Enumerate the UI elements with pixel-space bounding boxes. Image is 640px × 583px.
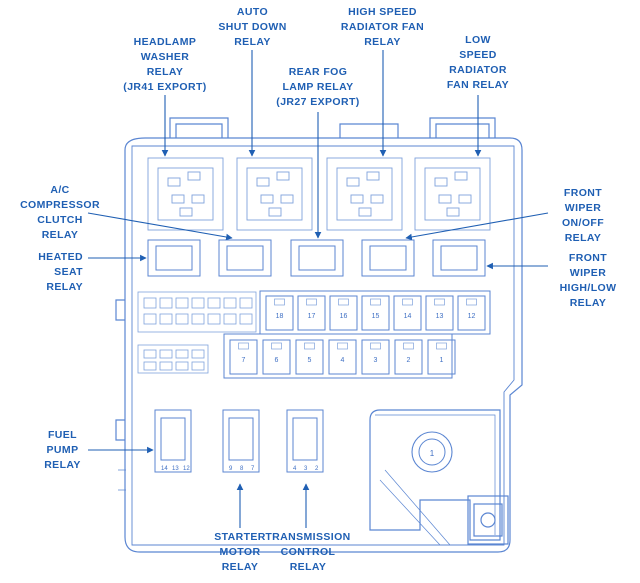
relay-pin-4: 4 — [293, 466, 297, 472]
fuse-number-6: 6 — [275, 357, 279, 364]
maxi-fuse-14 — [393, 295, 422, 331]
relay-transmission-control — [286, 409, 324, 473]
relay-high-speed-fan — [326, 157, 403, 231]
fuse-number-7: 7 — [242, 357, 246, 364]
mini-fuse-cluster-lower — [137, 344, 209, 374]
fuse-number-17: 17 — [308, 313, 316, 320]
fuse-number-15: 15 — [372, 313, 380, 320]
label-fuel-pump-relay: FUEL PUMP RELAY — [44, 429, 81, 471]
mounting-stud: 1 — [411, 431, 453, 473]
label-high-speed-radiator-fan-relay: HIGH SPEED RADIATOR FAN RELAY — [340, 6, 425, 48]
callout-arrows — [87, 50, 549, 528]
fuse-number-12: 12 — [468, 313, 476, 320]
fuse-terminal — [337, 342, 348, 350]
label-headlamp-washer-relay: HEADLAMP WASHER RELAY (JR41 EXPORT) — [123, 36, 207, 93]
arrow-ac-compressor — [87, 212, 233, 241]
fuse-terminal — [306, 298, 317, 306]
fuse-terminal — [238, 342, 249, 350]
relay-pin-9: 9 — [229, 466, 233, 472]
maxi-fuse-4 — [328, 339, 357, 375]
relay-pin-3: 3 — [304, 466, 308, 472]
fuse-number-5: 5 — [308, 357, 312, 364]
bottom-relay-pin-labels: 14 13 12 9 8 7 4 3 2 — [161, 466, 319, 472]
relay-pin-2: 2 — [315, 466, 319, 472]
maxi-fuse-3 — [361, 339, 390, 375]
arrow-front-wiper-onoff — [405, 212, 549, 241]
label-starter-motor-relay: STARTER MOTOR RELAY — [214, 531, 266, 573]
mounting-stud-label: 1 — [430, 449, 435, 458]
fuse-terminal — [304, 342, 315, 350]
label-auto-shutdown-relay: AUTO SHUT DOWN RELAY — [218, 6, 287, 48]
maxi-fuse-15 — [361, 295, 390, 331]
maxi-fuse-12 — [457, 295, 486, 331]
fuse-terminal — [274, 298, 285, 306]
maxi-fuse-5 — [295, 339, 324, 375]
relay-pin-8: 8 — [240, 466, 244, 472]
fuse-number-14: 14 — [404, 313, 412, 320]
fuse-row-top: 18 17 16 15 14 13 12 — [259, 290, 491, 335]
relay-auto-shutdown — [236, 157, 313, 231]
fuse-terminal — [466, 298, 477, 306]
maxi-fuse-17 — [297, 295, 326, 331]
fuse-terminal — [338, 298, 349, 306]
fuse-terminal — [403, 342, 414, 350]
label-heated-seat-relay: HEATED SEAT RELAY — [38, 251, 83, 293]
fuse-terminal — [402, 298, 413, 306]
maxi-fuse-16 — [329, 295, 358, 331]
bottom-relay-row — [154, 409, 324, 473]
relay-pin-14: 14 — [161, 466, 168, 472]
fuse-number-18: 18 — [276, 313, 284, 320]
fuse-number-2: 2 — [407, 357, 411, 364]
relay-fuel-pump — [154, 409, 192, 473]
relay-pin-7: 7 — [251, 466, 255, 472]
relay-pin-13: 13 — [172, 466, 179, 472]
maxi-fuse-7 — [229, 339, 258, 375]
maxi-fuse-2 — [394, 339, 423, 375]
relay-pin-12: 12 — [183, 466, 190, 472]
fuse-number-16: 16 — [340, 313, 348, 320]
maxi-fuse-1 — [427, 339, 456, 375]
label-low-speed-radiator-fan-relay: LOW SPEED RADIATOR FAN RELAY — [446, 34, 510, 91]
label-front-wiper-onoff-relay: FRONT WIPER ON/OFF RELAY — [561, 187, 605, 244]
label-transmission-control-relay: TRANSMISSION CONTROL RELAY — [265, 531, 351, 573]
fuse-terminal — [434, 298, 445, 306]
maxi-fuse-18 — [265, 295, 294, 331]
relay-rear-fog — [290, 239, 344, 277]
fuse-number-4: 4 — [341, 357, 345, 364]
mid-relay-row — [147, 239, 486, 277]
fuse-block-frame — [223, 333, 453, 379]
label-rear-fog-lamp-relay: REAR FOG LAMP RELAY (JR27 EXPORT) — [276, 66, 360, 108]
fuse-terminal — [271, 342, 282, 350]
fuse-row-bottom: 7 6 5 4 3 2 1 — [223, 333, 456, 379]
top-relay-row — [147, 157, 491, 231]
mini-fuse-cluster-upper — [137, 291, 257, 333]
relay-ac-compressor — [218, 239, 272, 277]
relay-low-speed-fan — [414, 157, 491, 231]
fuse-number-3: 3 — [374, 357, 378, 364]
label-front-wiper-highlow-relay: FRONT WIPER HIGH/LOW RELAY — [559, 252, 617, 309]
relay-front-wiper-onoff — [361, 239, 415, 277]
maxi-fuse-6 — [262, 339, 291, 375]
fuse-terminal — [370, 298, 381, 306]
fuse-terminal — [436, 342, 447, 350]
fuse-number-1: 1 — [440, 357, 444, 364]
relay-headlamp-washer — [147, 157, 224, 231]
fuse-terminal — [370, 342, 381, 350]
relay-starter-motor — [222, 409, 260, 473]
label-ac-compressor-clutch-relay: A/C COMPRESSOR CLUTCH RELAY — [20, 184, 100, 241]
relay-front-wiper-highlow — [432, 239, 486, 277]
housing-outline — [115, 117, 523, 553]
relay-heated-seat — [147, 239, 201, 277]
fuse-number-13: 13 — [436, 313, 444, 320]
maxi-fuse-13 — [425, 295, 454, 331]
